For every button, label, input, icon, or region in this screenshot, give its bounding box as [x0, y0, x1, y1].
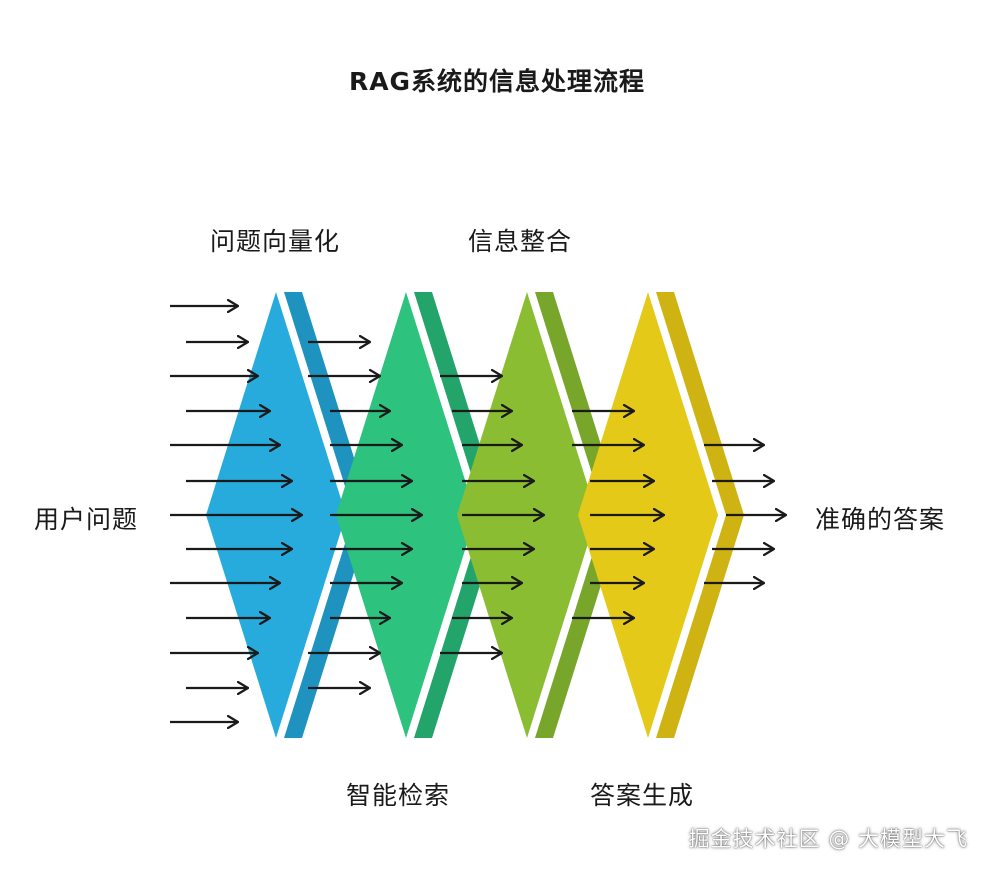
watermark-text: 掘金技术社区 @ 大模型大飞: [688, 827, 968, 851]
stage-label-generate: 答案生成: [590, 781, 695, 810]
stage-label-vectorize: 问题向量化: [210, 227, 341, 256]
output-label: 准确的答案: [815, 505, 946, 534]
stage-label-retrieve: 智能检索: [346, 781, 451, 810]
diagram-title: RAG系统的信息处理流程: [348, 67, 646, 96]
stage-label-integrate: 信息整合: [468, 227, 573, 256]
input-label: 用户问题: [34, 505, 139, 534]
